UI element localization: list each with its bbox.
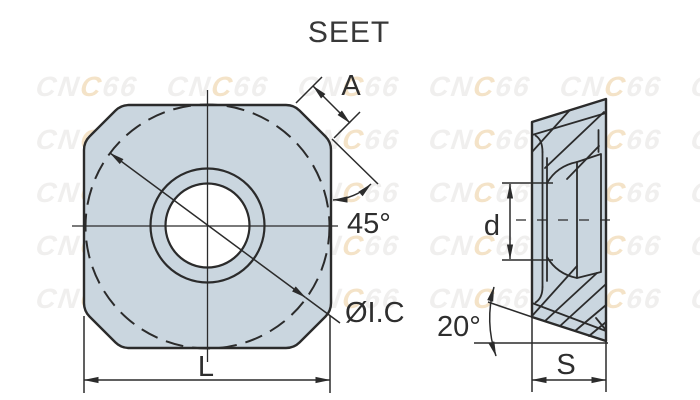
inscribed-circle-label: ØI.C	[345, 297, 405, 329]
top-face-edge	[531, 112, 607, 136]
chamfer-ext-line-1	[295, 76, 323, 104]
length-label: L	[198, 351, 214, 383]
chamfer-width-arrow	[312, 85, 351, 124]
chamfer-angle-ext-line	[331, 138, 379, 185]
hole-diameter-label: d	[484, 210, 500, 242]
clearance-angle-label: 20°	[437, 311, 481, 343]
front-view: ØI.C A 45° L	[72, 70, 405, 393]
hole-blend-bottom	[534, 286, 544, 304]
bottom-facet-line-2	[544, 272, 598, 322]
top-facet-line-1	[531, 110, 570, 153]
side-view: d 20° S	[437, 97, 618, 392]
bottom-facet-line-3	[559, 283, 607, 327]
corner-facet-step-bottom	[595, 317, 606, 330]
angle-ext-line	[487, 301, 533, 318]
ic-diameter-arrow	[109, 152, 306, 299]
page-title: SEET	[308, 16, 390, 49]
chamfer-angle-label: 45°	[347, 208, 391, 240]
top-facet-line-2	[544, 111, 605, 169]
clearance-angle-arc	[487, 286, 497, 357]
bottom-facet-line-5	[588, 321, 607, 337]
chamfer-ext-line-2	[333, 111, 361, 139]
ic-leader-line	[305, 296, 341, 324]
bottom-facet-line-1	[531, 265, 578, 317]
countersink-curve-top	[546, 161, 578, 184]
chamfer-label: A	[341, 70, 361, 102]
countersink-panel	[576, 153, 602, 279]
thickness-label: S	[556, 349, 575, 381]
chamfer-angle-arc	[332, 183, 372, 203]
bottom-facet-line-4	[574, 304, 607, 332]
top-facet-line-3	[566, 145, 600, 180]
